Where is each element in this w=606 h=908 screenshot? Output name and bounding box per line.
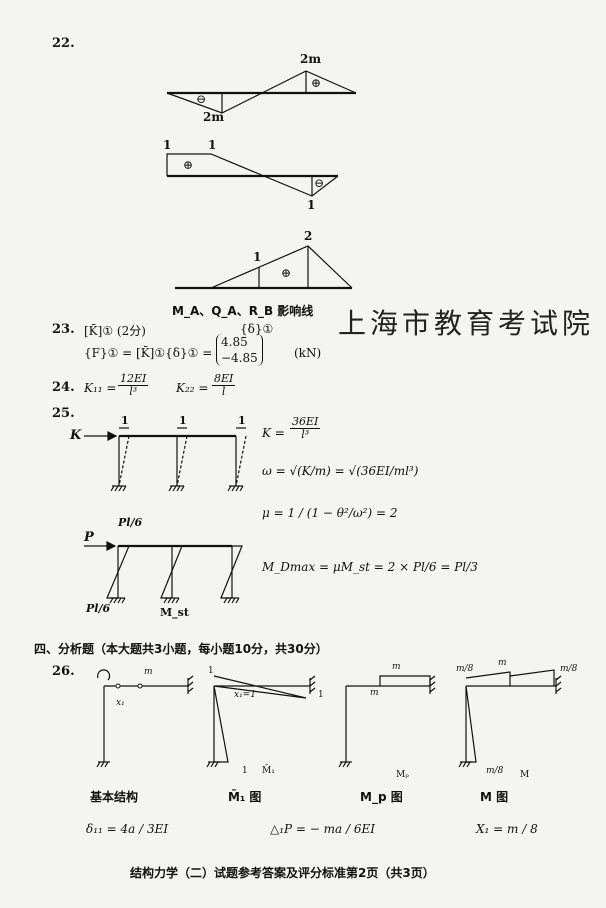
q26-basic-m: m (144, 667, 153, 677)
q25-K-eq: K = (262, 426, 285, 440)
q26-caption-basic: 基本结构 (90, 790, 139, 804)
q24-k22-den: l (221, 385, 226, 398)
d3-label-mid: 1 (253, 250, 262, 264)
q24-k22-num: 8EI (212, 372, 236, 386)
q26-caption-m: M 图 (480, 790, 509, 804)
q26-m-m8-bottom: m/8 (486, 766, 504, 776)
q26-m1-one-top: 1 (208, 666, 214, 676)
q24-k11-frac: 12EI l³ (118, 372, 149, 398)
q26-delta11: δ₁₁ = 4a / 3EI (86, 822, 169, 836)
page-footer: 结构力学（二）试题参考答案及评分标准第2页（共3页） (130, 866, 435, 880)
q23-delta-label: {δ}① (240, 322, 274, 336)
q26-m1-one-right: 1 (318, 690, 324, 700)
d1-minus-sign: ⊖ (196, 92, 207, 106)
q25-disp-label-3: 1 (238, 414, 246, 427)
q26-mp-m-top: m (392, 662, 401, 672)
q23-vector-2: −4.85 (221, 351, 258, 365)
d1-plus-sign: ⊕ (311, 76, 322, 90)
q25-load-P: P (84, 530, 94, 545)
q24-k11-den: l³ (129, 385, 138, 398)
d1-top-label: 2m (300, 52, 322, 66)
q24-k11-num: 12EI (118, 372, 149, 386)
q25-number: 25. (52, 406, 75, 421)
q26-x1: X₁ = m / 8 (476, 822, 538, 836)
q25-m-st: M_st (160, 606, 189, 619)
q26-caption-mp: M_p 图 (360, 790, 403, 804)
q24-k22: K₂₂ = (176, 381, 209, 395)
q26-m-m8-left: m/8 (456, 664, 474, 674)
q22-number: 22. (52, 36, 75, 51)
q25-omega-eq: ω = √(K/m) = √(36EI/ml³) (262, 464, 419, 478)
q23-number: 23. (52, 322, 75, 337)
q25-pl6-bottom: Pl/6 (86, 602, 111, 615)
q23-unit: (kN) (294, 346, 322, 360)
q26-delta1p: △₁P = − ma / 6EI (270, 822, 376, 836)
q23-line1: [K̄]① (2分) (84, 324, 146, 338)
q25-K-den: l³ (301, 428, 310, 441)
d2-label-left1: 1 (163, 138, 172, 152)
q26-basic-x1: x₁ (116, 698, 125, 708)
q25-mdmax-eq: M_Dmax = μM_st = 2 × Pl/6 = Pl/3 (262, 560, 478, 574)
d2-minus-sign: ⊖ (314, 176, 325, 190)
q25-K-num: 36EI (290, 415, 321, 429)
section4-heading: 四、分析题（本大题共3小题，每小题10分，共30分） (34, 642, 328, 656)
q26-number: 26. (52, 664, 75, 679)
q25-K-frac: 36EI l³ (290, 415, 321, 441)
d1-bottom-label: 2m (203, 110, 225, 124)
d2-plus-sign: ⊕ (183, 158, 194, 172)
q25-mu-eq: μ = 1 / (1 − θ²/ω²) = 2 (262, 506, 398, 520)
watermark: 上海市教育考试院 (338, 307, 595, 340)
q25-disp-label-2: 1 (179, 414, 187, 427)
q26-m-m8-right: m/8 (560, 664, 578, 674)
q26-mp-label: Mₚ (396, 770, 409, 780)
q22-caption: M_A、Q_A、R_B 影响线 (172, 304, 314, 318)
q25-disp-label-1: 1 (121, 414, 129, 427)
q26-m1-label: M̄₁ (262, 766, 275, 776)
q26-m1-one-bottom: 1 (242, 766, 248, 776)
q26-m-m-top: m (498, 658, 507, 668)
q24-k11: K₁₁ = (84, 381, 117, 395)
q26-mp-m-mid: m (370, 688, 379, 698)
q26-m1-x1-eq: x₁=1 (234, 690, 256, 700)
d3-label-peak: 2 (304, 229, 313, 243)
d2-label-left2: 1 (208, 138, 217, 152)
q24-k22-frac: 8EI l (212, 372, 236, 398)
q23-vector-1: 4.85 (221, 335, 248, 349)
q26-caption-m1: M̄₁ 图 (228, 790, 262, 804)
q25-pl6-top: Pl/6 (118, 516, 143, 529)
q23-line2: {F}① = [K̄]①{δ}① = (84, 346, 213, 360)
d3-plus-sign: ⊕ (281, 266, 292, 280)
d2-label-bottom: 1 (307, 198, 316, 212)
q24-number: 24. (52, 380, 75, 395)
q25-load-K: K (70, 428, 82, 443)
q26-m-label: M (520, 770, 530, 780)
q23-vector: 4.85 −4.85 (216, 334, 263, 366)
